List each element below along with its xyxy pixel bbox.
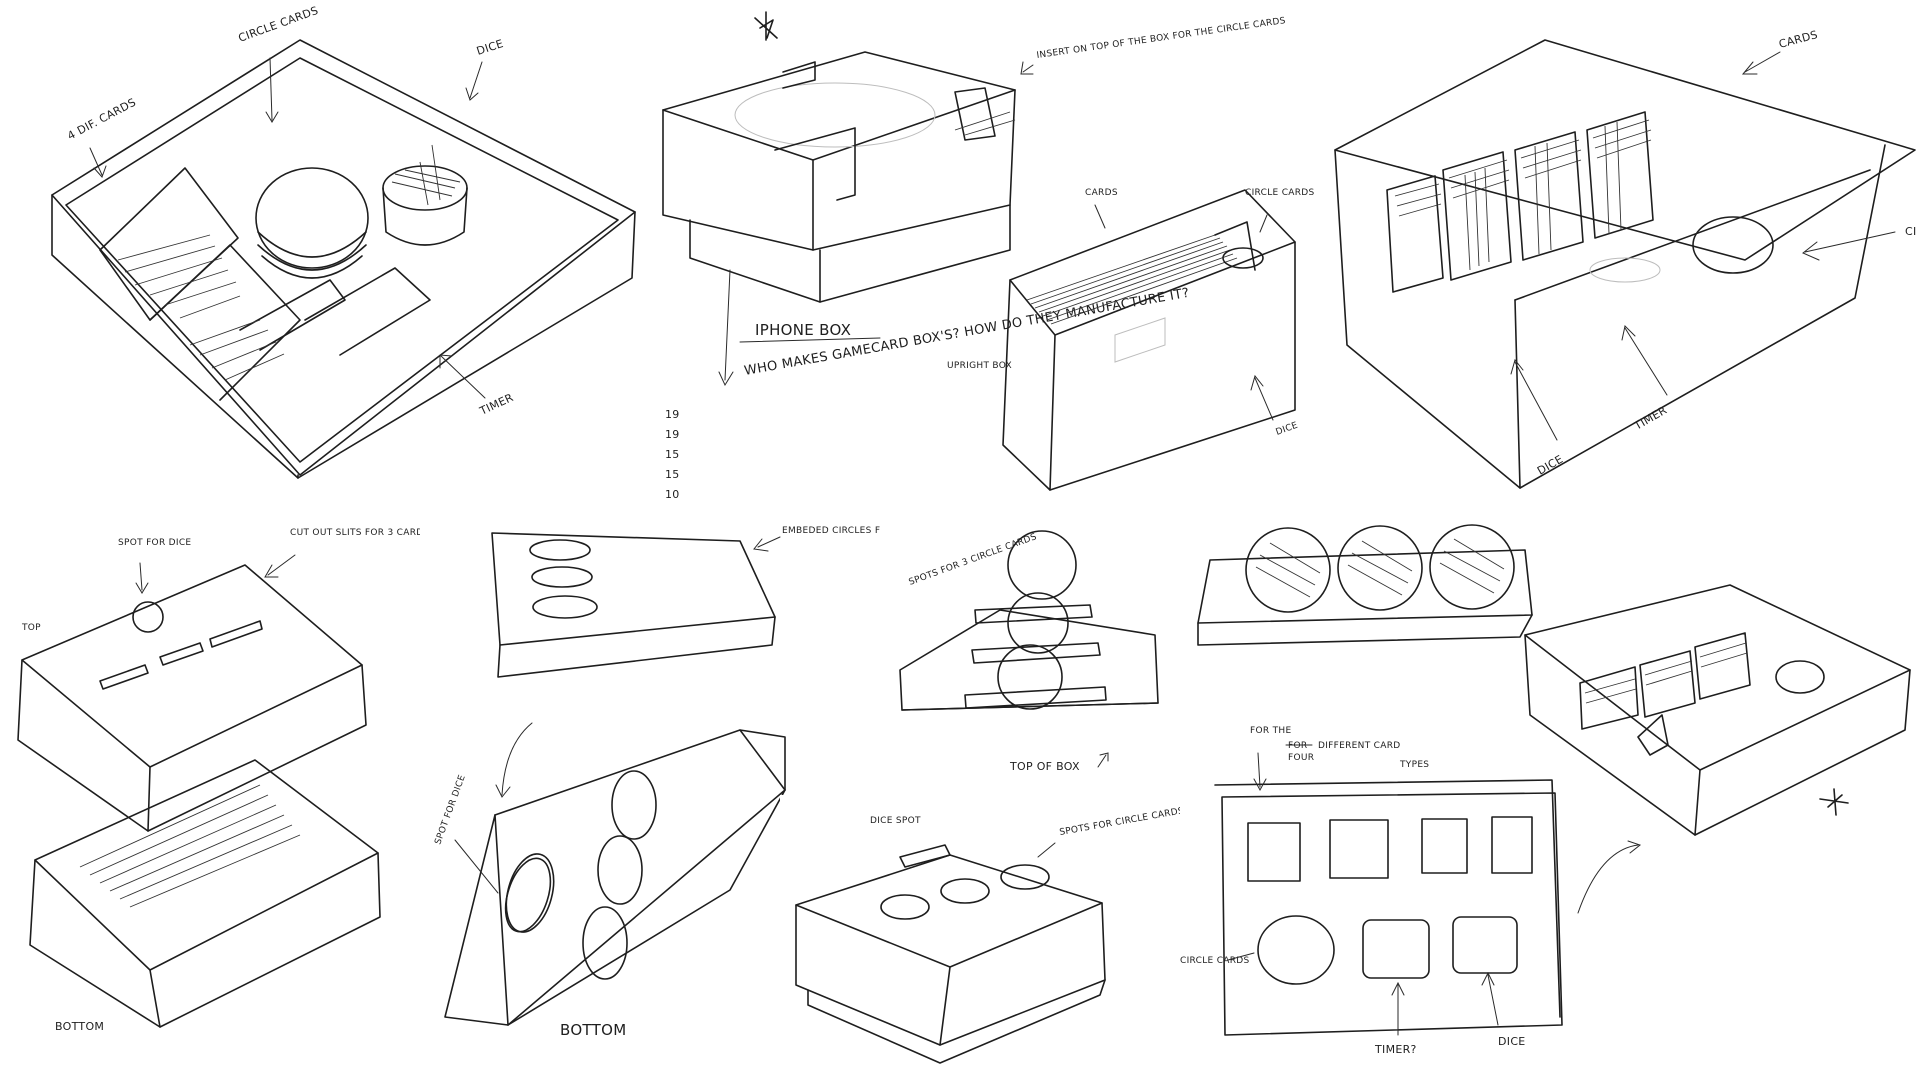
label-timer: TIMER xyxy=(477,391,516,418)
label-top-of-box: TOP OF BOX xyxy=(1009,760,1080,773)
label-four: FOUR xyxy=(1288,753,1314,763)
sketch-card-box-drawing: CARDS CI DICE TIMER xyxy=(1334,28,1917,489)
sketch-top-bottom-drawing: SPOT FOR DICE CUT OUT SLITS FOR 3 CARDS … xyxy=(17,528,420,1033)
label-circle-cards: CIRCLE CARDS xyxy=(237,4,321,45)
label-bottom: BOTTOM xyxy=(55,1020,104,1033)
sketch-card-types-drawing: FOR THE FOR FOUR DIFFERENT CARD TYPES CI… xyxy=(1180,524,1911,1056)
label-box-circle: CI xyxy=(1905,225,1917,238)
sketch-iphone-box: INSERT ON TOP OF THE BOX FOR THE CIRCLE … xyxy=(655,0,1325,505)
label-spot-for-dice: SPOT FOR DICE xyxy=(118,538,191,548)
label-different: DIFFERENT CARD xyxy=(1318,741,1400,751)
sketch-top-bottom: SPOT FOR DICE CUT OUT SLITS FOR 3 CARDS … xyxy=(0,505,420,1080)
label-upright-circle-cards: CIRCLE CARDS xyxy=(1245,188,1315,198)
label-box-dice: DICE xyxy=(1535,453,1565,478)
label-upright-cards: CARDS xyxy=(1085,188,1118,198)
sketch-card-types: FOR THE FOR FOUR DIFFERENT CARD TYPES CI… xyxy=(1180,505,1920,1080)
label-upright-dice: DICE xyxy=(1275,421,1300,438)
label-box-cards: CARDS xyxy=(1777,28,1819,51)
sketch-top-of-box: SPOTS FOR 3 CIRCLE CARDS TOP OF BOX xyxy=(880,505,1180,795)
label-upright-box: UPRIGHT BOX xyxy=(947,361,1012,371)
label-bottom-2: BOTTOM xyxy=(560,1021,626,1039)
label-spots-three: SPOTS FOR 3 CIRCLE CARDS xyxy=(908,532,1039,588)
label-types: TYPES xyxy=(1399,760,1429,770)
label-dice-2: DICE xyxy=(1498,1035,1526,1048)
number-5: 10 xyxy=(665,488,680,501)
label-four-dif-cards: 4 DIF. CARDS xyxy=(65,96,138,143)
sketch-top-of-box-drawing: SPOTS FOR 3 CIRCLE CARDS TOP OF BOX xyxy=(899,530,1159,773)
label-cut-out-slits: CUT OUT SLITS FOR 3 CARDS xyxy=(290,528,420,538)
sketch-dice-spot-drawing: DICE SPOT SPOTS FOR CIRCLE CARDS xyxy=(795,806,1180,1064)
label-spots-for-circle: SPOTS FOR CIRCLE CARDS xyxy=(1059,806,1180,838)
label-dice: DICE xyxy=(475,37,505,58)
sketch-open-tray: CIRCLE CARDS DICE 4 DIF. CARDS TIMER xyxy=(0,0,655,505)
label-timer-2: TIMER? xyxy=(1374,1043,1417,1056)
number-4: 15 xyxy=(665,468,680,481)
label-top: TOP xyxy=(21,623,41,633)
label-iphone-box: IPHONE BOX xyxy=(755,321,851,339)
label-dice-spot: DICE SPOT xyxy=(870,816,921,826)
label-box-timer: TIMER xyxy=(1631,404,1669,434)
label-for-the: FOR THE xyxy=(1250,726,1291,736)
sketch-iphone-box-drawing: INSERT ON TOP OF THE BOX FOR THE CIRCLE … xyxy=(662,11,1315,501)
label-struck: FOR xyxy=(1288,741,1307,751)
sketch-open-tray-drawing: CIRCLE CARDS DICE 4 DIF. CARDS TIMER xyxy=(51,4,636,479)
label-circle-cards-2: CIRCLE CARDS xyxy=(1180,956,1250,966)
number-3: 15 xyxy=(665,448,680,461)
number-2: 19 xyxy=(665,428,680,441)
sketch-dice-spot: DICE SPOT SPOTS FOR CIRCLE CARDS xyxy=(780,795,1180,1080)
label-insert: INSERT ON TOP OF THE BOX FOR THE CIRCLE … xyxy=(1036,16,1286,61)
number-1: 19 xyxy=(665,408,680,421)
sketch-card-box: CARDS CI DICE TIMER xyxy=(1325,0,1920,505)
label-spot-for-dice-2: SPOT FOR DICE xyxy=(433,774,468,846)
